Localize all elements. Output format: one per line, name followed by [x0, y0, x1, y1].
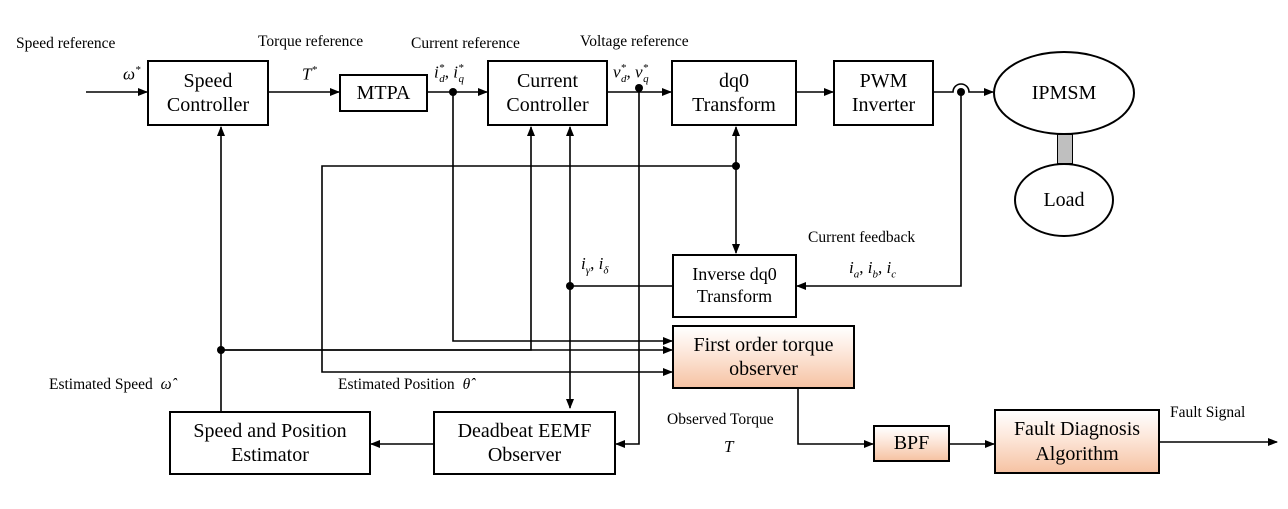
- iab-sep: ,: [859, 258, 868, 277]
- inverse-dq0-block: Inverse dq0 Transform: [672, 254, 797, 318]
- iref-to-observer-line: [452, 92, 673, 345]
- ib-base: i: [867, 258, 873, 277]
- ib-sub: b: [872, 268, 878, 281]
- vd-sub: d: [621, 73, 627, 86]
- speed-to-current-ctrl-line: [221, 126, 535, 351]
- theta-hat-symbol: θ̂: [462, 376, 471, 393]
- position-bus-line: [321, 165, 736, 376]
- vq-sub: q: [643, 73, 649, 86]
- current-feedback-label: Current feedback: [808, 229, 916, 246]
- vq-star: *: [642, 62, 649, 74]
- iq-sub: q: [458, 73, 464, 86]
- omega-hat-symbol: ω̂: [160, 376, 172, 393]
- observed-torque-symbol: T: [724, 437, 734, 456]
- junction-iref: [449, 88, 457, 96]
- igamma-base: i: [581, 254, 586, 273]
- deadbeat-eemf-block: Deadbeat EEMF Observer: [433, 411, 616, 475]
- current-controller-block: Current Controller: [487, 60, 608, 126]
- bpf-block: BPF: [873, 425, 950, 462]
- omega-ref-star: *: [135, 64, 141, 76]
- speed-position-estimator-block: Speed and Position Estimator: [169, 411, 371, 475]
- torque-ref-star: *: [311, 64, 317, 76]
- ic-sub: c: [891, 268, 897, 281]
- fault-diagnosis-block: Fault Diagnosis Algorithm: [994, 409, 1160, 474]
- ia-sub: a: [853, 268, 860, 281]
- voltage-ref-symbols: v*d, v*q: [613, 62, 649, 85]
- id-sub: d: [439, 73, 445, 86]
- estimated-speed-label: Estimated Speed ω̂: [49, 376, 172, 394]
- idelta-base: i: [598, 254, 604, 273]
- id-star: *: [438, 62, 445, 74]
- phase-current-symbols: ia, ib, ic: [849, 258, 896, 280]
- junction-vref: [635, 84, 643, 92]
- voltage-reference-label: Voltage reference: [580, 33, 689, 50]
- load-block: Load: [1014, 163, 1114, 237]
- ibc-sep: ,: [877, 258, 887, 277]
- dq0-transform-block: dq0 Transform: [671, 60, 797, 126]
- ipmsm-motor: IPMSM: [993, 51, 1135, 135]
- torque-to-bpf-line: [797, 389, 874, 448]
- idelta-sub: δ: [603, 264, 609, 277]
- torque-observer-block: First order torque observer: [672, 325, 855, 389]
- torque-ref-symbol: T*: [302, 64, 317, 85]
- omega-ref-base: ω: [123, 64, 136, 84]
- id-base: i: [434, 62, 439, 82]
- iq-star: *: [457, 62, 464, 74]
- junction-idelta: [566, 282, 574, 290]
- ic-base: i: [886, 258, 892, 277]
- junction-motor-current: [957, 88, 965, 96]
- junction-speed: [217, 346, 225, 354]
- iref-sep: ,: [444, 62, 454, 82]
- current-ref-symbols: i*d, i*q: [434, 62, 464, 85]
- igamma-idelta-symbols: iγ, iδ: [581, 254, 608, 276]
- vd-star: *: [620, 62, 627, 74]
- torque-reference-label: Torque reference: [258, 33, 364, 50]
- igd-sep: ,: [590, 254, 599, 273]
- pwm-to-motor-line: [934, 83, 994, 96]
- igamma-sub: γ: [585, 264, 591, 277]
- estimated-position-text: Estimated Position: [338, 376, 455, 393]
- current-feedback-line: [796, 92, 962, 290]
- vd-base: v: [613, 62, 621, 82]
- pwm-inverter-block: PWM Inverter: [833, 60, 934, 126]
- motor-shaft: [1057, 134, 1073, 164]
- observed-torque-label: Observed Torque: [667, 411, 774, 428]
- fault-signal-label: Fault Signal: [1170, 404, 1246, 421]
- omega-ref-symbol: ω*: [123, 64, 141, 85]
- ia-base: i: [849, 258, 854, 277]
- vref-sep: ,: [626, 62, 636, 82]
- torque-ref-base: T: [302, 64, 312, 84]
- junction-position: [732, 162, 740, 170]
- estimated-speed-text: Estimated Speed: [49, 376, 153, 393]
- vref-to-eemf-line: [615, 88, 640, 448]
- current-reference-label: Current reference: [411, 35, 520, 52]
- speed-controller-block: Speed Controller: [147, 60, 269, 126]
- vq-base: v: [635, 62, 643, 82]
- speed-reference-label: Speed reference: [16, 35, 116, 52]
- estimated-position-label: Estimated Position θ̂: [338, 376, 470, 394]
- mtpa-block: MTPA: [339, 74, 428, 112]
- iq-base: i: [453, 62, 458, 82]
